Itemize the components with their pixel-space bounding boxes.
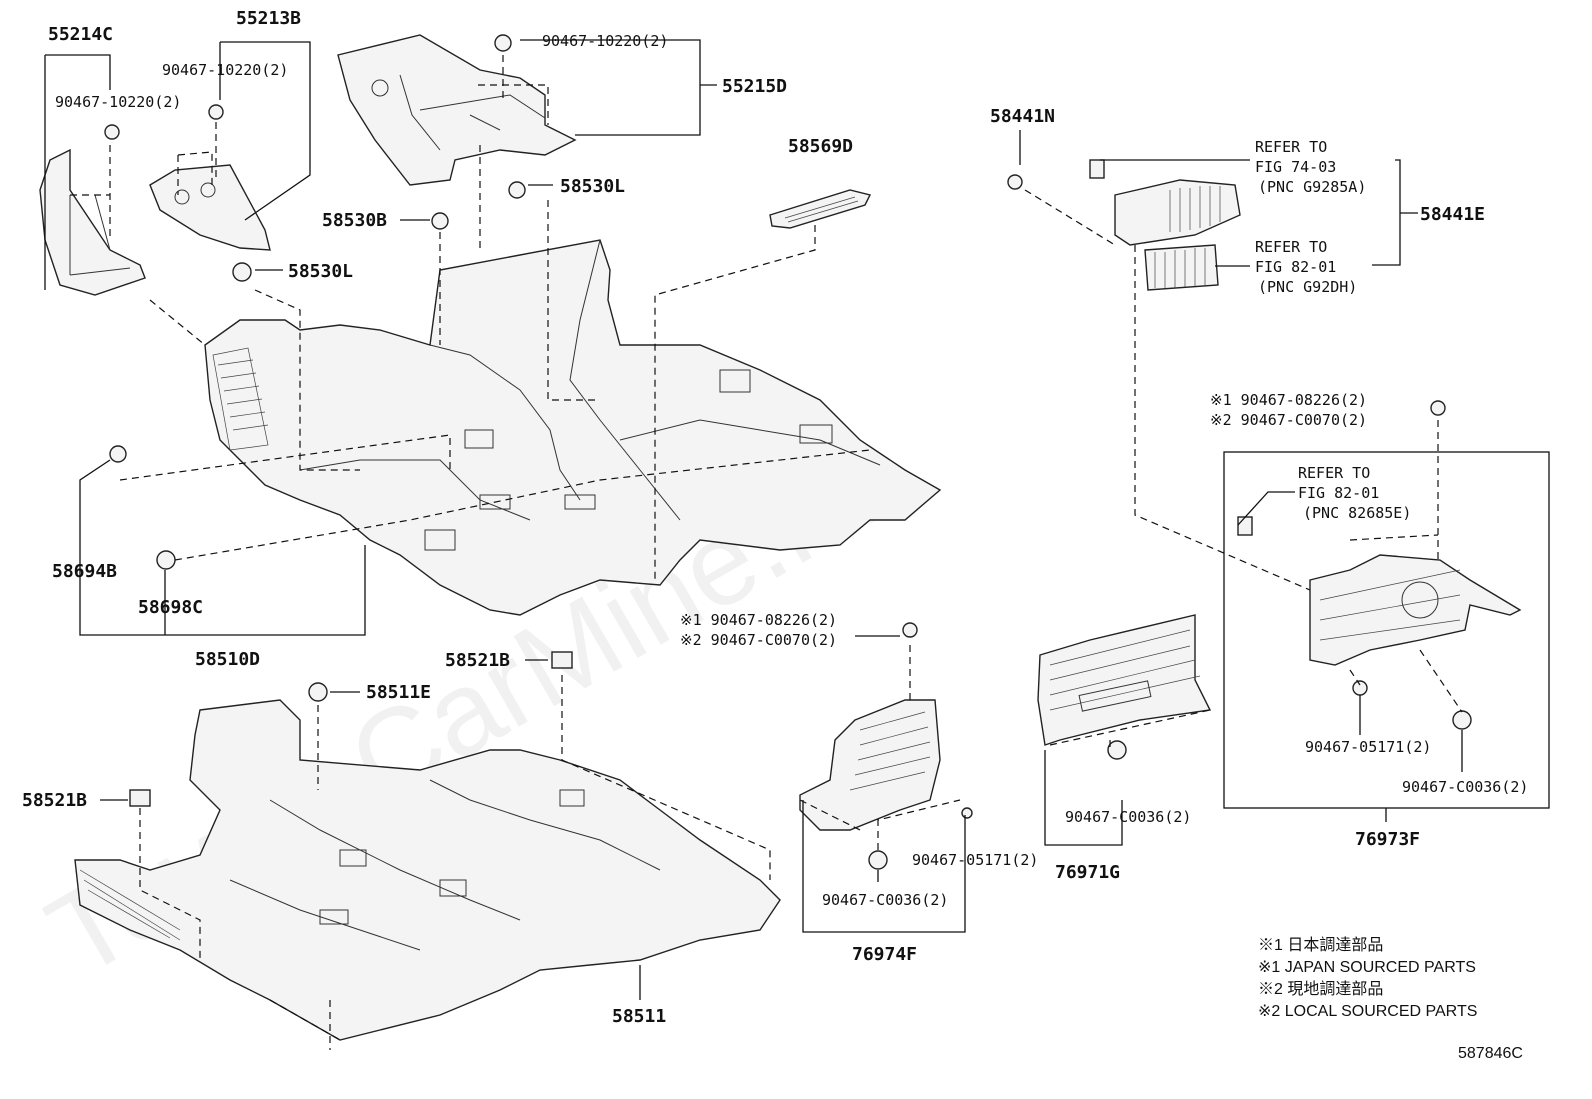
part-label-58694B: 58694B — [52, 561, 117, 582]
svg-text:※2 LOCAL SOURCED PARTS: ※2 LOCAL SOURCED PARTS — [1258, 1003, 1477, 1020]
part-label-90467-05171-mid: 90467-05171(2) — [912, 851, 1038, 869]
svg-text:FIG 82-01: FIG 82-01 — [1255, 258, 1336, 276]
dashed-guides — [70, 55, 1463, 1050]
sourced-note-right: ※1 90467-08226(2) ※2 90467-C0070(2) — [1210, 391, 1367, 429]
part-label-90467-10220-mid: 90467-10220(2) — [162, 61, 288, 79]
strip-58569D-shape — [769, 189, 872, 229]
part-label-90467-10220-left: 90467-10220(2) — [55, 93, 181, 111]
svg-text:(PNC 82685E): (PNC 82685E) — [1303, 504, 1411, 522]
part-label-58521B-lower: 58521B — [22, 790, 87, 811]
leader-lines — [44, 39, 1550, 1000]
part-label-58511: 58511 — [612, 1006, 666, 1027]
part-label-58521B-upper: 58521B — [445, 650, 510, 671]
part-label-90467-C0036-right: 90467-C0036(2) — [1402, 778, 1528, 796]
svg-text:(PNC G9285A): (PNC G9285A) — [1258, 178, 1366, 196]
floor-58511-shape — [74, 699, 781, 1041]
part-label-90467-05171-right: 90467-05171(2) — [1305, 738, 1431, 756]
part-label-58530L-upper: 58530L — [560, 176, 625, 197]
part-label-90467-10220-top: 90467-10220(2) — [542, 32, 668, 50]
part-label-58511E: 58511E — [366, 682, 431, 703]
sourced-note-mid: ※1 90467-08226(2) ※2 90467-C0070(2) — [680, 611, 837, 649]
part-label-90467-C0036-mid: 90467-C0036(2) — [1065, 808, 1191, 826]
svg-text:REFER TO: REFER TO — [1255, 138, 1327, 156]
sourcing-legend: ※1 日本調達部品 ※1 JAPAN SOURCED PARTS ※2 現地調達… — [1258, 936, 1477, 1020]
part-label-58441N: 58441N — [990, 106, 1055, 127]
svg-text:※1 日本調達部品: ※1 日本調達部品 — [1258, 936, 1383, 954]
svg-text:REFER TO: REFER TO — [1298, 464, 1370, 482]
svg-text:FIG 74-03: FIG 74-03 — [1255, 158, 1336, 176]
pad-55213B-shape — [149, 151, 271, 251]
trim-76974F-shape — [799, 699, 941, 831]
part-label-55214C: 55214C — [48, 24, 113, 45]
svg-text:※1 90467-08226(2): ※1 90467-08226(2) — [1210, 391, 1367, 409]
vent-58441E-shape — [1114, 179, 1241, 291]
refer-note-g92dh: REFER TO FIG 82-01 (PNC G92DH) — [1255, 238, 1357, 296]
part-label-58530L-lower: 58530L — [288, 261, 353, 282]
part-label-76973F: 76973F — [1355, 829, 1420, 850]
panel-55214C-shape — [39, 148, 146, 296]
part-label-58569D: 58569D — [788, 136, 853, 157]
refer-note-g9285a: REFER TO FIG 74-03 (PNC G9285A) — [1255, 138, 1366, 196]
part-label-58698C: 58698C — [138, 597, 203, 618]
carpet-58510D-shape — [204, 239, 942, 616]
part-label-90467-C0036-bottom: 90467-C0036(2) — [822, 891, 948, 909]
part-label-58441E: 58441E — [1420, 204, 1485, 225]
svg-text:FIG 82-01: FIG 82-01 — [1298, 484, 1379, 502]
trim-76971G-shape — [1037, 614, 1212, 746]
svg-text:※1 90467-08226(2): ※1 90467-08226(2) — [680, 611, 837, 629]
part-label-58510D: 58510D — [195, 649, 260, 670]
refer-note-82685e: REFER TO FIG 82-01 (PNC 82685E) — [1298, 464, 1411, 522]
trim-76973F-shape — [1309, 554, 1522, 666]
figure-code: 587846C — [1458, 1045, 1523, 1062]
svg-text:※2 90467-C0070(2): ※2 90467-C0070(2) — [1210, 411, 1367, 429]
part-label-55215D: 55215D — [722, 76, 787, 97]
panel-55215D-shape — [337, 34, 577, 186]
fasteners — [104, 34, 1472, 870]
svg-text:※1 JAPAN SOURCED PARTS: ※1 JAPAN SOURCED PARTS — [1258, 959, 1476, 976]
part-label-58530B: 58530B — [322, 210, 387, 231]
part-label-76971G: 76971G — [1055, 862, 1120, 883]
svg-text:(PNC G92DH): (PNC G92DH) — [1258, 278, 1357, 296]
svg-text:※2 90467-C0070(2): ※2 90467-C0070(2) — [680, 631, 837, 649]
svg-text:※2 現地調達部品: ※2 現地調達部品 — [1258, 980, 1383, 998]
part-label-55213B: 55213B — [236, 8, 301, 29]
part-label-76974F: 76974F — [852, 944, 917, 965]
svg-text:REFER TO: REFER TO — [1255, 238, 1327, 256]
